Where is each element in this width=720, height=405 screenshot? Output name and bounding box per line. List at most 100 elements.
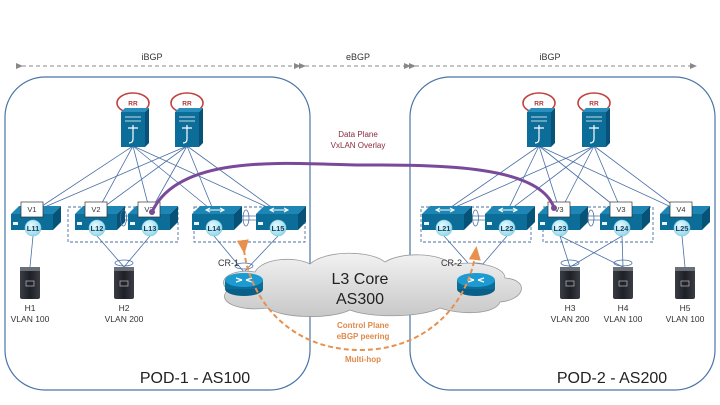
spine-leaf-link xyxy=(538,145,623,213)
spine-switch-2-2[interactable]: RR xyxy=(577,92,611,147)
spine-switch-1-1[interactable]: RR xyxy=(116,92,150,147)
rr-label: RR xyxy=(589,101,599,108)
pod-1-container xyxy=(4,76,311,391)
leaf-badge xyxy=(551,219,569,237)
server-icon xyxy=(20,267,40,299)
router-icon xyxy=(225,273,263,287)
pod-2-container xyxy=(409,76,716,391)
spine-switch-1-2[interactable]: RR xyxy=(170,92,204,147)
l3-core-cloud: L3 Core AS300 xyxy=(223,252,522,317)
leaf-name: L21 xyxy=(438,224,451,233)
core-label-line2: AS300 xyxy=(336,291,384,308)
server-icon xyxy=(560,267,580,299)
overlay-label-1: Data Plane xyxy=(338,130,378,139)
port-channel-icon xyxy=(234,262,254,270)
rr-label: RR xyxy=(534,101,544,108)
spine-leaf-link xyxy=(538,145,561,213)
vlan-tag-box xyxy=(20,201,44,218)
ibgp-left-label: iBGP xyxy=(141,52,162,62)
port-channel-icon xyxy=(587,209,595,227)
leaf-name: L12 xyxy=(91,224,104,233)
host-link xyxy=(123,235,151,268)
spine-leaf-link xyxy=(149,145,188,213)
spine-switch-2-1[interactable]: RR xyxy=(522,92,556,147)
vlan-tag-box xyxy=(84,201,108,218)
host-name: H2 xyxy=(119,303,130,313)
vxlan-overlay: Data Plane VxLAN Overlay xyxy=(149,130,557,215)
ebgp-label: eBGP xyxy=(346,52,370,62)
leaf-badge xyxy=(24,219,42,237)
host-name: H3 xyxy=(565,303,576,313)
port-channel-icon xyxy=(114,259,134,267)
leaf-badge xyxy=(88,219,106,237)
pod-2-title: POD-2 - AS200 xyxy=(557,370,667,387)
server-icon xyxy=(675,267,695,299)
port-channel-icon xyxy=(120,209,127,227)
port-channel-icon xyxy=(613,259,633,267)
control-plane-label-3: Multi-hop xyxy=(345,355,381,364)
spine-leaf-link xyxy=(506,145,595,213)
spine-leaf-link xyxy=(132,145,215,213)
vlan-tag-label: V4 xyxy=(676,205,685,214)
control-plane-label-1: Control Plane xyxy=(337,321,390,330)
vlan-tag-label: V2 xyxy=(91,205,100,214)
spine-leaf-link xyxy=(96,145,134,213)
host-link xyxy=(621,235,624,268)
spine-leaf-link xyxy=(186,145,215,213)
spine-leaf-link xyxy=(443,145,540,213)
leaf-badge xyxy=(141,219,159,237)
host-vlan: VLAN 200 xyxy=(551,314,590,324)
leaf-switch-l22[interactable]: L22 xyxy=(485,206,535,237)
leaf-badge xyxy=(205,219,223,237)
spine-leaf-link xyxy=(593,145,623,213)
vxlan-overlay-arc xyxy=(150,161,556,213)
spine-leaf-link xyxy=(96,145,188,213)
leaf-badge xyxy=(613,219,631,237)
host-vlan: VLAN 200 xyxy=(105,314,144,324)
leaf-name: L23 xyxy=(554,224,567,233)
spine-leaf-link xyxy=(186,145,279,213)
host-vlan: VLAN 100 xyxy=(11,314,50,324)
spine-leaf-link xyxy=(32,145,188,213)
leaf-switch-l14[interactable]: L14 xyxy=(192,206,242,237)
control-plane-arc xyxy=(236,239,481,352)
pod-1-title: POD-1 - AS100 xyxy=(140,370,250,387)
leaf-name: L11 xyxy=(27,224,40,233)
leaf-name: L25 xyxy=(676,224,689,233)
rr-label: RR xyxy=(128,101,138,108)
overlay-endpoint-l13 xyxy=(149,209,155,215)
cr1-label: CR-1 xyxy=(218,258,239,268)
host-link xyxy=(559,235,571,268)
host-link xyxy=(29,235,34,268)
leaf-badge xyxy=(435,219,453,237)
host-name: H4 xyxy=(618,303,629,313)
control-plane-peering: Control Plane eBGP peering Multi-hop xyxy=(236,239,481,364)
vlan-tag-label: V2 xyxy=(144,205,153,214)
vlan-tag-label: V3 xyxy=(554,205,563,214)
host-name: H1 xyxy=(25,303,36,313)
vlan-tag-box xyxy=(609,201,633,218)
overlay-label-2: VxLAN Overlay xyxy=(331,141,386,150)
leaf-name: L14 xyxy=(208,224,222,233)
leaf-badge xyxy=(498,219,516,237)
rr-label: RR xyxy=(182,101,192,108)
spine-leaf-link xyxy=(593,145,683,213)
host-name: H5 xyxy=(680,303,691,313)
leaf-switch-l21[interactable]: L21 xyxy=(422,206,472,237)
host-vlan: VLAN 100 xyxy=(604,314,643,324)
spine-switches: RR RR RR RR xyxy=(116,92,611,147)
leaf-switch-l15[interactable]: L15 xyxy=(256,206,306,237)
port-channel-icon xyxy=(242,209,250,227)
leaf-name: L13 xyxy=(144,224,157,233)
